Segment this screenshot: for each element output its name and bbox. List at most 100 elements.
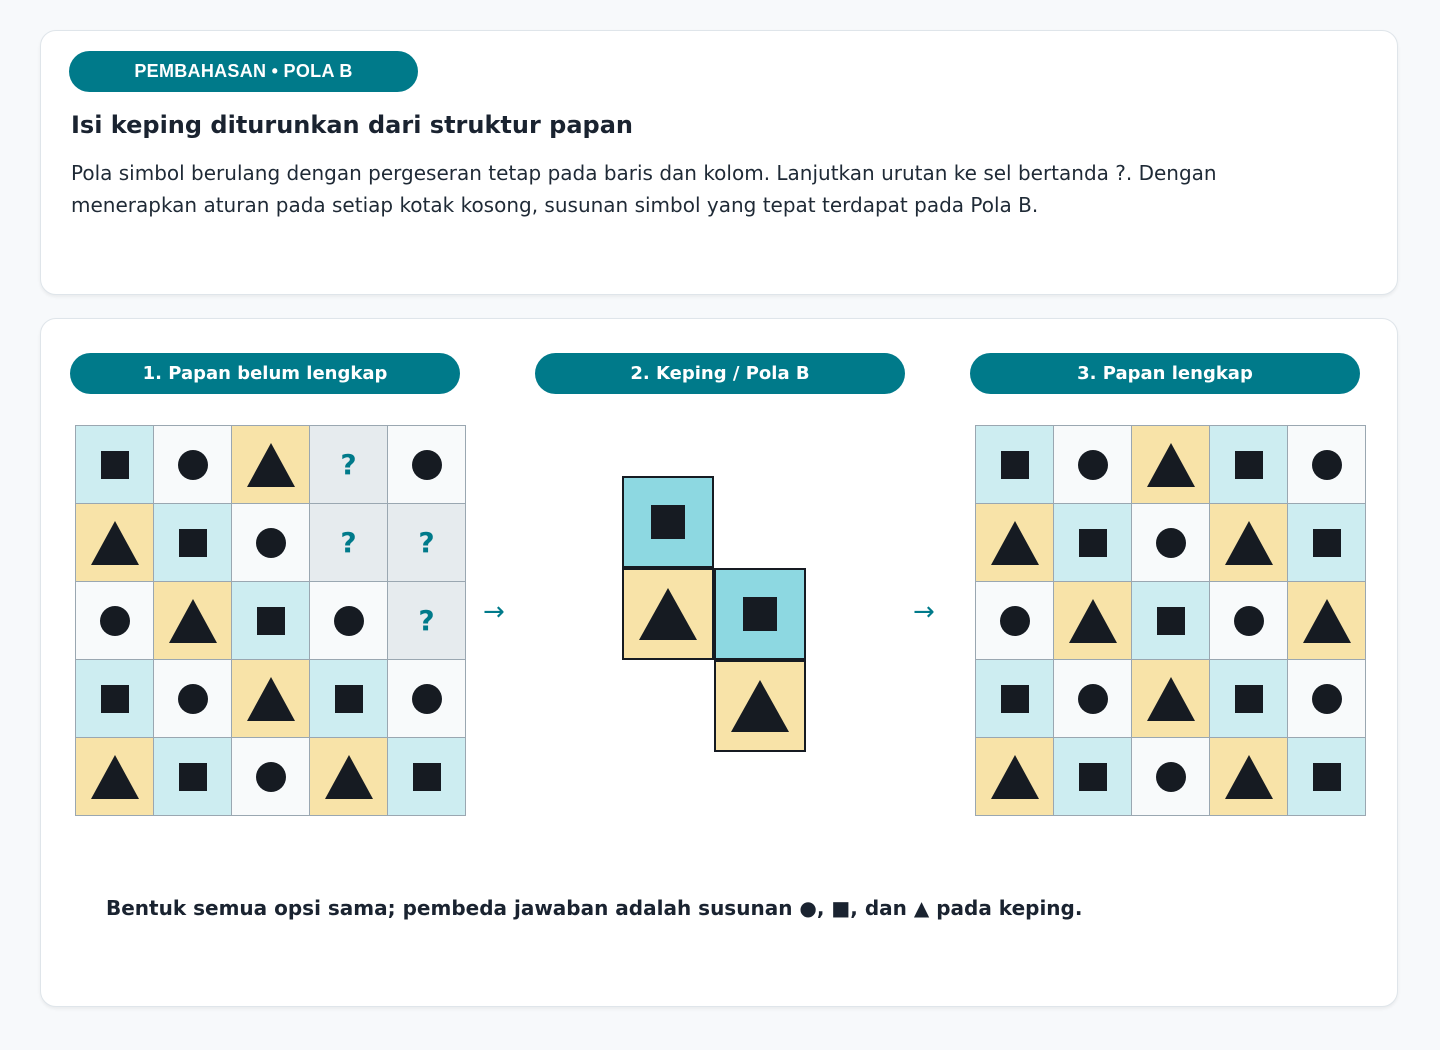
arrow-right-icon: → [913, 597, 935, 627]
complete-cell-r5c4 [1210, 738, 1288, 816]
circle-icon [99, 605, 130, 636]
complete-cell-r2c1 [976, 504, 1054, 582]
complete-cell-r2c4 [1210, 504, 1288, 582]
circle-icon [177, 683, 208, 714]
complete-cell-r3c3 [1132, 582, 1210, 660]
circle-icon [1311, 683, 1342, 714]
circle-icon [177, 449, 208, 480]
complete-cell-r3c4 [1210, 582, 1288, 660]
step-2-label: 2. Keping / Pola B [535, 353, 905, 394]
square-icon [1234, 684, 1263, 713]
square-icon [100, 684, 129, 713]
incomplete-cell-r3c2 [154, 582, 232, 660]
incomplete-cell-r5c2 [154, 738, 232, 816]
square-icon [100, 450, 129, 479]
incomplete-cell-r5c5 [388, 738, 466, 816]
complete-cell-r5c1 [976, 738, 1054, 816]
complete-cell-r2c5 [1288, 504, 1366, 582]
incomplete-cell-r2c4: ? [310, 504, 388, 582]
triangle-icon [990, 520, 1039, 565]
pattern-badge: PEMBAHASAN • POLA B [69, 51, 418, 92]
complete-cell-r1c5 [1288, 426, 1366, 504]
arrow-right-icon: → [483, 597, 505, 627]
triangle-icon [731, 680, 789, 732]
question-mark: ? [418, 604, 435, 637]
complete-cell-r3c2 [1054, 582, 1132, 660]
piece-cell-4 [714, 660, 806, 752]
circle-icon [1077, 449, 1108, 480]
incomplete-cell-r1c3 [232, 426, 310, 504]
complete-cell-r1c4 [1210, 426, 1288, 504]
complete-cell-r2c3 [1132, 504, 1210, 582]
incomplete-cell-r4c5 [388, 660, 466, 738]
question-mark: ? [340, 526, 357, 559]
piece-cell-2 [622, 568, 714, 660]
incomplete-cell-r3c1 [76, 582, 154, 660]
square-icon [178, 528, 207, 557]
square-icon [334, 684, 363, 713]
incomplete-cell-r3c3 [232, 582, 310, 660]
incomplete-board: ???? [75, 425, 466, 816]
circle-icon [1233, 605, 1264, 636]
solution-card: 1. Papan belum lengkap 2. Keping / Pola … [40, 318, 1398, 1007]
incomplete-cell-r3c5: ? [388, 582, 466, 660]
square-icon [1000, 684, 1029, 713]
circle-icon [255, 527, 286, 558]
explanation-card: PEMBAHASAN • POLA B Isi keping diturunka… [40, 30, 1398, 295]
complete-board [975, 425, 1366, 816]
triangle-icon [246, 676, 295, 721]
triangle-icon [1068, 598, 1117, 643]
square-icon [178, 762, 207, 791]
triangle-icon [324, 754, 373, 799]
incomplete-cell-r2c1 [76, 504, 154, 582]
circle-icon [411, 683, 442, 714]
question-mark: ? [340, 448, 357, 481]
incomplete-cell-r1c5 [388, 426, 466, 504]
circle-icon [255, 761, 286, 792]
complete-cell-r1c3 [1132, 426, 1210, 504]
square-icon [256, 606, 285, 635]
complete-cell-r5c5 [1288, 738, 1366, 816]
incomplete-cell-r1c1 [76, 426, 154, 504]
complete-cell-r3c1 [976, 582, 1054, 660]
square-icon [1078, 762, 1107, 791]
question-mark: ? [418, 526, 435, 559]
incomplete-cell-r5c4 [310, 738, 388, 816]
triangle-icon [1146, 442, 1195, 487]
incomplete-cell-r2c2 [154, 504, 232, 582]
complete-cell-r4c1 [976, 660, 1054, 738]
square-icon [1000, 450, 1029, 479]
circle-icon [999, 605, 1030, 636]
incomplete-cell-r3c4 [310, 582, 388, 660]
circle-icon [1155, 761, 1186, 792]
complete-cell-r1c2 [1054, 426, 1132, 504]
triangle-icon [990, 754, 1039, 799]
complete-cell-r4c3 [1132, 660, 1210, 738]
incomplete-cell-r4c1 [76, 660, 154, 738]
incomplete-cell-r5c3 [232, 738, 310, 816]
triangle-icon [1302, 598, 1351, 643]
complete-cell-r2c2 [1054, 504, 1132, 582]
complete-cell-r4c5 [1288, 660, 1366, 738]
page-title: Isi keping diturunkan dari struktur papa… [71, 111, 634, 139]
incomplete-cell-r4c2 [154, 660, 232, 738]
triangle-icon [90, 520, 139, 565]
complete-cell-r5c3 [1132, 738, 1210, 816]
square-icon [1078, 528, 1107, 557]
circle-icon [333, 605, 364, 636]
triangle-icon [90, 754, 139, 799]
triangle-icon [1224, 754, 1273, 799]
complete-cell-r5c2 [1054, 738, 1132, 816]
triangle-icon [246, 442, 295, 487]
triangle-icon [1224, 520, 1273, 565]
incomplete-cell-r2c3 [232, 504, 310, 582]
piece-cell-1 [622, 476, 714, 568]
incomplete-cell-r4c4 [310, 660, 388, 738]
piece-cell-3 [714, 568, 806, 660]
circle-icon [411, 449, 442, 480]
step-1-label: 1. Papan belum lengkap [70, 353, 460, 394]
incomplete-cell-r1c4: ? [310, 426, 388, 504]
triangle-icon [639, 588, 697, 640]
circle-icon [1155, 527, 1186, 558]
square-icon [651, 505, 685, 539]
